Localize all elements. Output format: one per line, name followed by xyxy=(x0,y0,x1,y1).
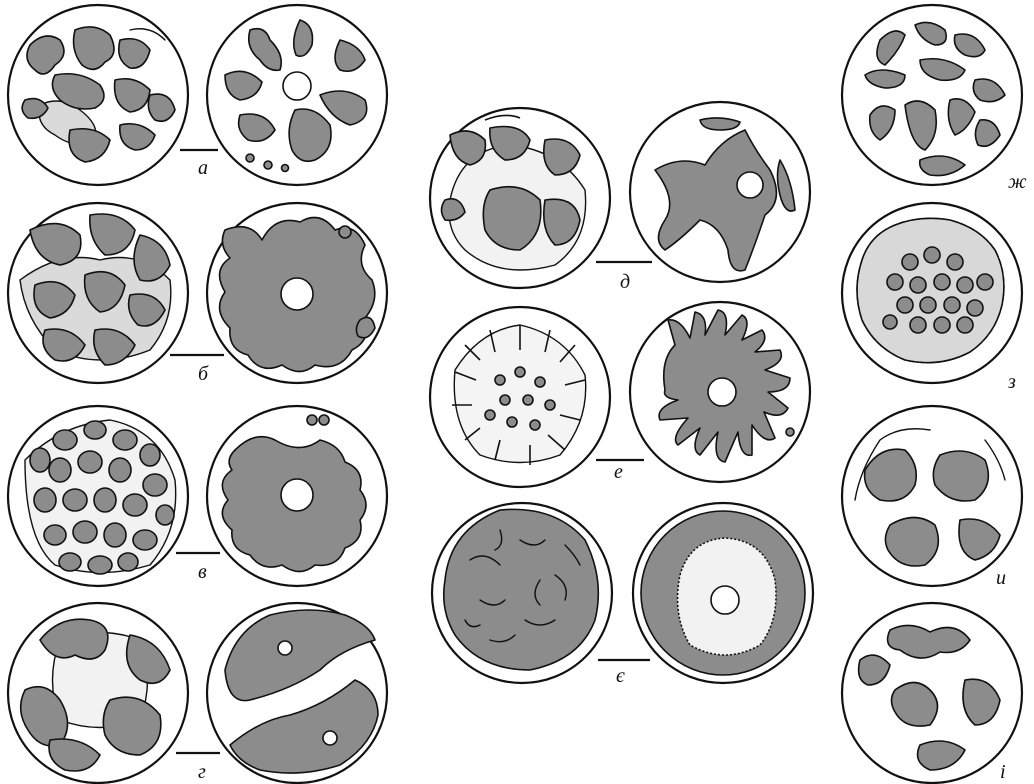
label-d: д xyxy=(620,271,630,293)
panel-d-left xyxy=(430,108,610,288)
label-i: і xyxy=(1000,761,1006,783)
label-v: в xyxy=(198,561,207,583)
label-g: г xyxy=(198,761,206,783)
label-a: а xyxy=(198,157,208,179)
label-b: б xyxy=(198,363,209,385)
panel-i xyxy=(842,603,1022,783)
panel-g-right xyxy=(207,603,387,783)
panel-e-right xyxy=(630,302,810,482)
label-y: и xyxy=(996,567,1006,589)
panel-b-right xyxy=(207,203,387,383)
panel-ye-right xyxy=(633,503,813,683)
label-e: е xyxy=(614,461,623,483)
panel-a-left xyxy=(8,5,188,185)
panel-d-right xyxy=(630,102,810,282)
label-ye: є xyxy=(616,665,625,687)
panel-v-left xyxy=(8,406,188,586)
panel-b-left xyxy=(8,203,188,383)
panel-z xyxy=(842,203,1022,383)
panel-zh xyxy=(842,5,1022,185)
panel-e-left xyxy=(430,307,610,487)
label-z: з xyxy=(1007,371,1016,393)
label-zh: ж xyxy=(1008,171,1027,193)
panel-v-right xyxy=(207,406,387,586)
panel-ye-left xyxy=(432,503,612,683)
panel-a-right xyxy=(207,5,387,185)
panel-y xyxy=(842,406,1022,586)
panel-g-left xyxy=(8,603,188,783)
